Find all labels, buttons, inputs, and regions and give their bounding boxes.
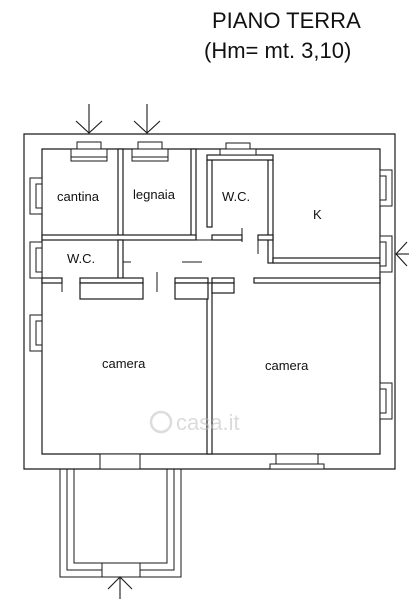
entry-arrow-top-right bbox=[133, 104, 161, 134]
room-label-wc-left: W.C. bbox=[67, 251, 95, 266]
room-label-k: K bbox=[313, 207, 322, 222]
windows-right bbox=[379, 169, 393, 420]
interior-walls bbox=[41, 148, 381, 455]
outer-wall bbox=[23, 133, 396, 470]
veranda bbox=[59, 468, 182, 578]
plan-subtitle: (Hm= mt. 3,10) bbox=[204, 38, 351, 63]
entry-arrow-right bbox=[395, 241, 409, 267]
room-label-legnaia: legnaia bbox=[133, 187, 176, 202]
room-label-cantina: cantina bbox=[57, 189, 100, 204]
watermark-text: casa.it bbox=[176, 410, 240, 435]
room-label-camera-right: camera bbox=[265, 358, 309, 373]
entry-arrow-top-left bbox=[75, 104, 103, 134]
room-label-camera-left: camera bbox=[102, 356, 146, 371]
door-marks bbox=[61, 228, 259, 292]
watermark: casa.it bbox=[149, 410, 240, 435]
entry-arrow-bottom bbox=[107, 576, 133, 599]
plan-title: PIANO TERRA bbox=[212, 8, 361, 33]
room-label-wc-top: W.C. bbox=[222, 189, 250, 204]
windows-bottom bbox=[99, 453, 325, 470]
windows-left bbox=[29, 177, 43, 352]
vents bbox=[70, 141, 257, 162]
